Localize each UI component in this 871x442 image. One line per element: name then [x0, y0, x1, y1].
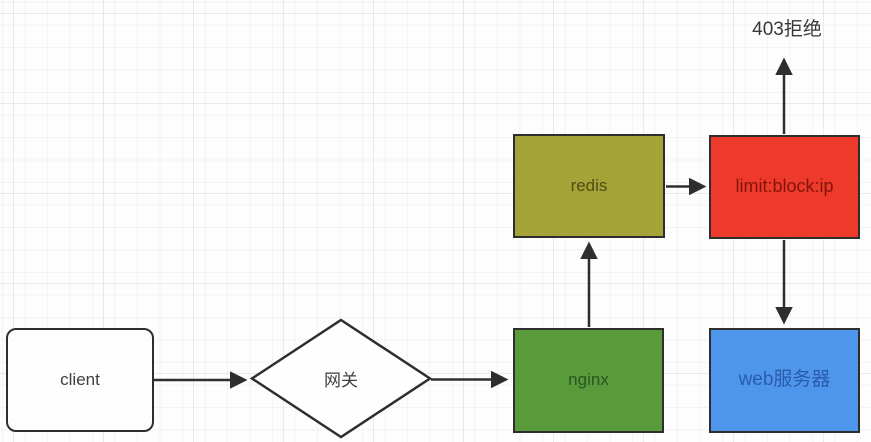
node-limit-block-ip-label: limit:block:ip [735, 176, 834, 197]
node-web-server-label: web服务器 [738, 369, 831, 391]
node-redis-label: redis [570, 175, 608, 195]
node-nginx: nginx [513, 328, 664, 433]
node-gateway: 网关 [252, 320, 430, 437]
node-nginx-label: nginx [568, 370, 609, 390]
annotation-403-reject: 403拒绝 [732, 14, 842, 41]
node-limit-block-ip: limit:block:ip [709, 135, 860, 239]
node-client: client [6, 328, 154, 432]
annotation-403-reject-label: 403拒绝 [752, 19, 822, 40]
node-gateway-label: 网关 [324, 371, 358, 390]
node-redis: redis [513, 134, 665, 238]
node-web-server: web服务器 [709, 328, 860, 433]
node-client-label: client [60, 369, 100, 389]
